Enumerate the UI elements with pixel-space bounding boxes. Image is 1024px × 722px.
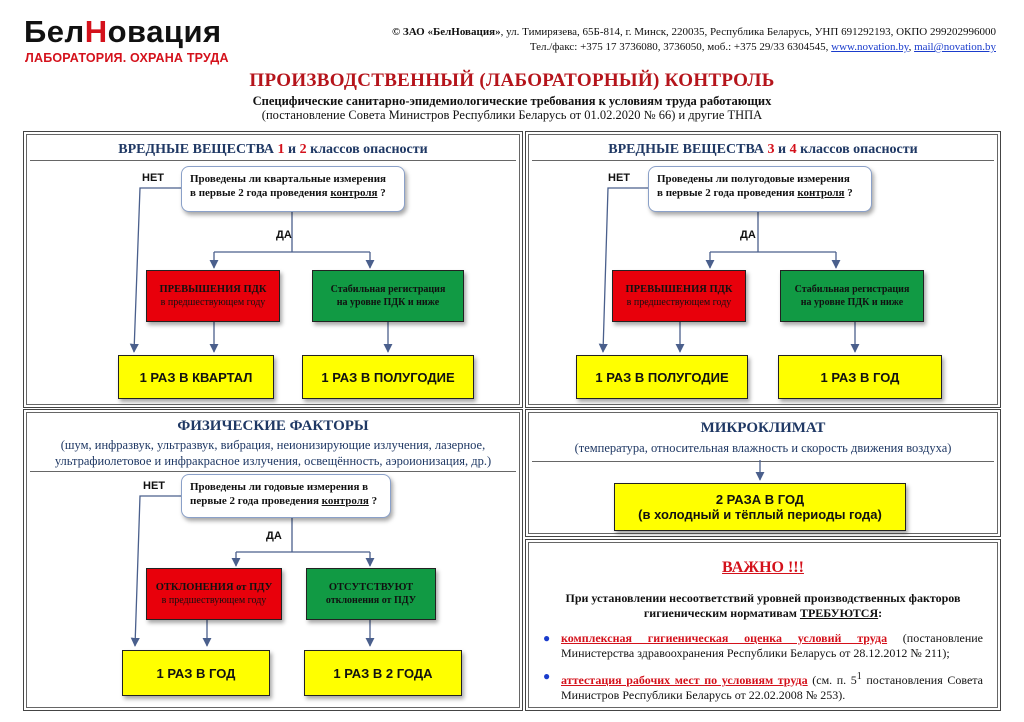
panel-title: МИКРОКЛИМАТ <box>700 420 826 436</box>
contact-info: © ЗАО «БелНовация», ул. Тимирязева, 65Б-… <box>391 26 996 53</box>
workplace-certification-link[interactable]: аттестация рабочих мест по условиям труд… <box>561 673 808 687</box>
panel-physical-factors: ФИЗИЧЕСКИЕ ФАКТОРЫ (шум, инфразвук, ульт… <box>23 409 523 711</box>
yes-label: ДА <box>740 229 756 241</box>
important-text: При установлении несоответствий уровней … <box>565 591 961 620</box>
logo-text-part3: овация <box>107 14 222 49</box>
no-label: НЕТ <box>608 172 630 184</box>
company-name: © ЗАО «БелНовация» <box>391 26 501 38</box>
page-title: ПРОИЗВОДСТВЕННЫЙ (ЛАБОРАТОРНЫЙ) КОНТРОЛЬ <box>249 70 775 91</box>
result-yearly: 1 РАЗ В ГОД <box>122 650 270 696</box>
result-yearly: 1 РАЗ В ГОД <box>778 355 942 399</box>
result-twice-yearly: 2 РАЗА В ГОД(в холодный и тёплый периоды… <box>614 483 906 531</box>
panel-title: ВРЕДНЫЕ ВЕЩЕСТВА 1 и 2 классов опасности <box>118 142 428 157</box>
panel-important: ВАЖНО !!! При установлении несоответстви… <box>525 539 1001 711</box>
panel-hazardous-1-2: ВРЕДНЫЕ ВЕЩЕСТВА 1 и 2 классов опасности <box>23 131 523 408</box>
yes-label: ДА <box>266 530 282 542</box>
bullet-icon: ● <box>543 669 551 683</box>
yes-label: ДА <box>276 229 292 241</box>
result-two-years: 1 РАЗ В 2 ГОДА <box>304 650 462 696</box>
no-label: НЕТ <box>143 480 165 492</box>
logo-subtitle: ЛАБОРАТОРИЯ. ОХРАНА ТРУДА <box>25 51 229 65</box>
panel-title: ВРЕДНЫЕ ВЕЩЕСТВА 3 и 4 классов опасности <box>608 142 918 157</box>
result-half-year: 1 РАЗ В ПОЛУГОДИЕ <box>302 355 474 399</box>
website-link[interactable]: www.novation.by <box>831 41 909 53</box>
important-title: ВАЖНО !!! <box>722 559 804 576</box>
panel-hazardous-3-4: ВРЕДНЫЕ ВЕЩЕСТВА 3 и 4 классов опасности <box>525 131 1001 408</box>
list-item: ● комплексная гигиеническая оценка услови… <box>543 631 983 660</box>
result-half-year: 1 РАЗ В ПОЛУГОДИЕ <box>576 355 748 399</box>
logo-text-part2: Н <box>84 14 108 49</box>
email-link[interactable]: mail@novation.by <box>914 41 996 53</box>
page-subtitle: Специфические санитарно-эпидемиологическ… <box>252 94 772 108</box>
panel-microclimate: МИКРОКЛИМАТ (температура, относительная … <box>525 409 1001 537</box>
panel-description: (шум, инфразвук, ультразвук, вибрация, н… <box>54 438 492 468</box>
page-subtitle-reference: (постановление Совета Министров Республи… <box>261 108 763 122</box>
panel-description: (температура, относительная влажность и … <box>574 441 952 455</box>
company-logo: БелНовация <box>24 16 222 47</box>
result-quarterly: 1 РАЗ В КВАРТАЛ <box>118 355 274 399</box>
no-label: НЕТ <box>142 172 164 184</box>
hygiene-assessment-link[interactable]: комплексная гигиеническая оценка условий… <box>561 631 888 645</box>
company-address: , ул. Тимирязева, 65Б-814, г. Минск, 220… <box>500 26 996 38</box>
bullet-icon: ● <box>543 631 551 645</box>
company-phones: Тел./факс: +375 17 3736080, 3736050, моб… <box>529 41 832 53</box>
logo-text-part1: Бел <box>24 14 85 49</box>
panel-title: ФИЗИЧЕСКИЕ ФАКТОРЫ <box>177 418 369 434</box>
list-item: ● аттестация рабочих мест по условиям тру… <box>543 669 983 702</box>
